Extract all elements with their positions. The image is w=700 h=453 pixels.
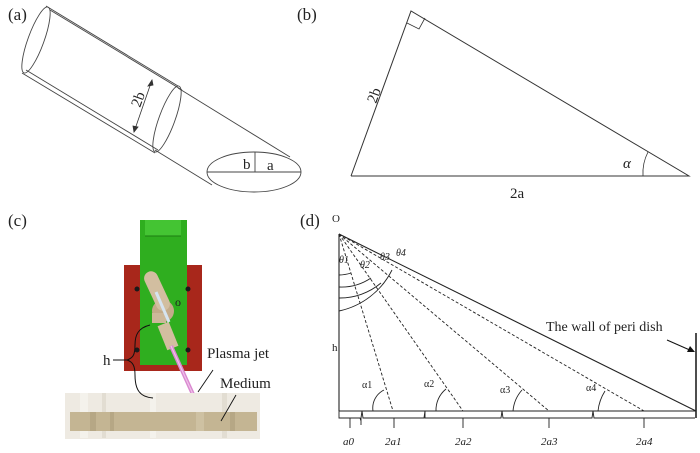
panel-a: (a) 2b b a [8,5,302,193]
segment-braces [338,410,695,428]
base-label: 2a [510,186,525,202]
panel-c-label: (c) [8,211,27,230]
medium-dish [65,393,260,439]
screws [134,286,191,353]
theta-4-label: θ4 [396,248,406,259]
wall-arrow-icon [687,346,695,352]
semi-major-label: a [267,158,274,174]
diameter-label: 2b [129,90,149,110]
tube [21,5,291,186]
height-label-d: h [332,342,338,354]
panel-d: (d) O [300,211,697,448]
height-label: h [103,353,111,369]
angle-alpha-label: α [623,156,632,172]
segment-2a3-label: 2a3 [541,436,558,448]
panel-c: (c) [8,211,271,439]
geometry-frame [338,233,697,418]
theta-arcs [338,269,393,312]
theta-1-label: θ1 [339,255,349,266]
segment-2a1-label: 2a1 [385,436,402,448]
side-label: 2b [365,86,385,106]
origin-o-label: o [175,295,181,309]
diameter-dimension [132,78,154,133]
segment-a0-label: a0 [343,436,355,448]
dashed-rays [338,233,645,412]
theta-2-label: θ2 [360,260,370,271]
alpha-1-label: α1 [362,380,372,391]
medium-label: Medium [220,376,271,392]
origin-O-label: O [332,213,340,225]
segment-2a4-label: 2a4 [636,436,653,448]
panel-a-label: (a) [8,5,27,24]
alpha-3-label: α3 [500,385,510,396]
stand-top-clip [145,220,181,236]
nozzle-holder [144,271,179,351]
alpha-2-label: α2 [424,379,434,390]
alpha-4-label: α4 [586,383,596,394]
cross-section-ellipse [206,151,302,193]
semi-minor-label: b [243,157,251,173]
segment-2a2-label: 2a2 [455,436,472,448]
panel-b-label: (b) [297,5,317,24]
panel-b: (b) 2b 2a α [297,5,691,202]
medium [70,412,257,431]
plasma-jet-label: Plasma jet [207,346,270,362]
right-triangle [350,10,691,177]
wall-label: The wall of peri dish [546,320,663,335]
alpha-arcs [372,388,606,412]
panel-d-label: (d) [300,211,320,230]
theta-3-label: θ3 [380,252,390,263]
